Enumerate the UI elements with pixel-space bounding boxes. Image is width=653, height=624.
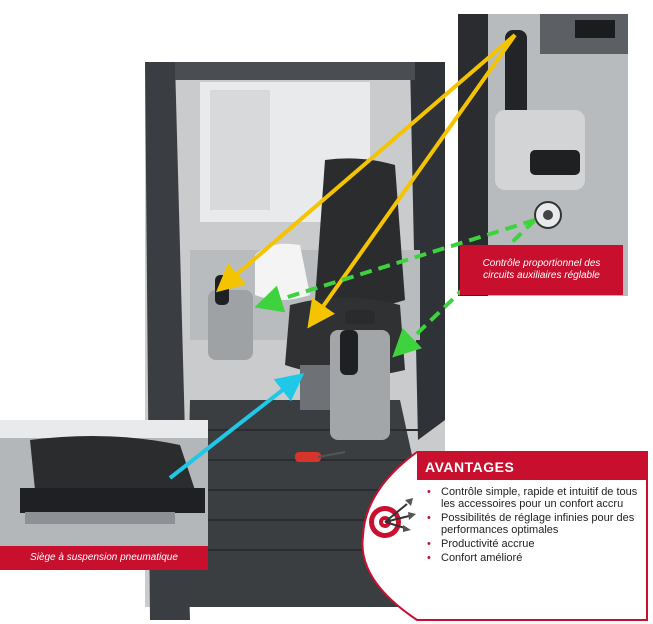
list-item: • Possibilités de réglage infinies pour d…	[425, 512, 645, 536]
yellow-arrow-right-joystick	[307, 33, 517, 329]
bullet-icon: •	[427, 552, 431, 564]
bullet-icon: •	[427, 486, 431, 498]
bullet-icon: •	[427, 512, 431, 524]
benefit-text: Possibilités de réglage infinies pour de…	[441, 512, 635, 536]
seat-suspension-inset-photo	[0, 420, 208, 570]
aux-control-caption: Contrôle proportionnel des circuits auxi…	[460, 245, 623, 295]
aux-control-caption-text: Contrôle proportionnel des circuits auxi…	[482, 258, 601, 281]
benefits-list: • Contrôle simple, rapide et intuitif de …	[425, 486, 645, 566]
benefits-panel: AVANTAGES • Contrôle simple, rapide et in…	[355, 450, 651, 622]
list-item: • Contrôle simple, rapide et intuitif de …	[425, 486, 645, 510]
benefit-text: Productivité accrue	[441, 538, 535, 550]
seat-suspension-caption: Siège à suspension pneumatique	[0, 546, 208, 570]
bullet-icon: •	[427, 538, 431, 550]
target-dart-icon	[369, 498, 416, 538]
benefits-frame	[361, 451, 648, 621]
list-item: • Confort amélioré	[425, 552, 645, 564]
benefit-text: Contrôle simple, rapide et intuitif de t…	[441, 486, 638, 510]
cyan-arrow-seat	[168, 373, 305, 480]
green-arrow-left	[254, 218, 536, 313]
benefit-text: Confort amélioré	[441, 552, 523, 564]
yellow-arrow-left-joystick	[215, 33, 517, 293]
benefits-title: AVANTAGES	[425, 459, 515, 475]
seat-suspension-caption-text: Siège à suspension pneumatique	[30, 552, 178, 563]
list-item: • Productivité accrue	[425, 538, 645, 550]
